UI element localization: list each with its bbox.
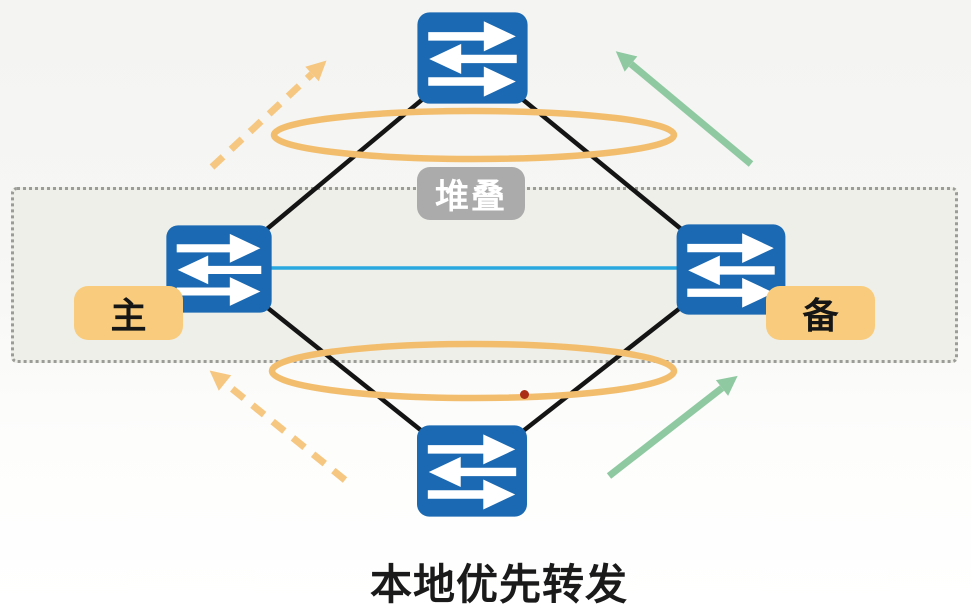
green-flow-arrow-bottom-right — [606, 375, 738, 479]
switch-bottom — [415, 424, 529, 518]
dashed-flow-arrow-top-left — [209, 60, 327, 170]
master-role-tag: 主 — [74, 286, 183, 340]
switch-icon — [417, 12, 528, 104]
upper-link-group-ellipse — [270, 107, 678, 163]
diagram-caption: 本地优先转发 — [369, 561, 629, 608]
backup-role-tag: 备 — [766, 286, 875, 340]
switch-icon — [166, 225, 272, 313]
dashed-flow-arrow-bottom-left — [209, 370, 348, 483]
lower-link-group-ellipse — [268, 340, 678, 402]
switch-icon — [676, 224, 786, 315]
switch-right — [675, 223, 787, 316]
red-dot-marker — [520, 390, 529, 399]
green-flow-arrow-top-right — [615, 51, 754, 167]
stack-label: 堆叠 — [417, 167, 525, 220]
switch-top — [416, 10, 529, 106]
switch-icon — [417, 425, 527, 517]
switch-left — [165, 223, 273, 315]
